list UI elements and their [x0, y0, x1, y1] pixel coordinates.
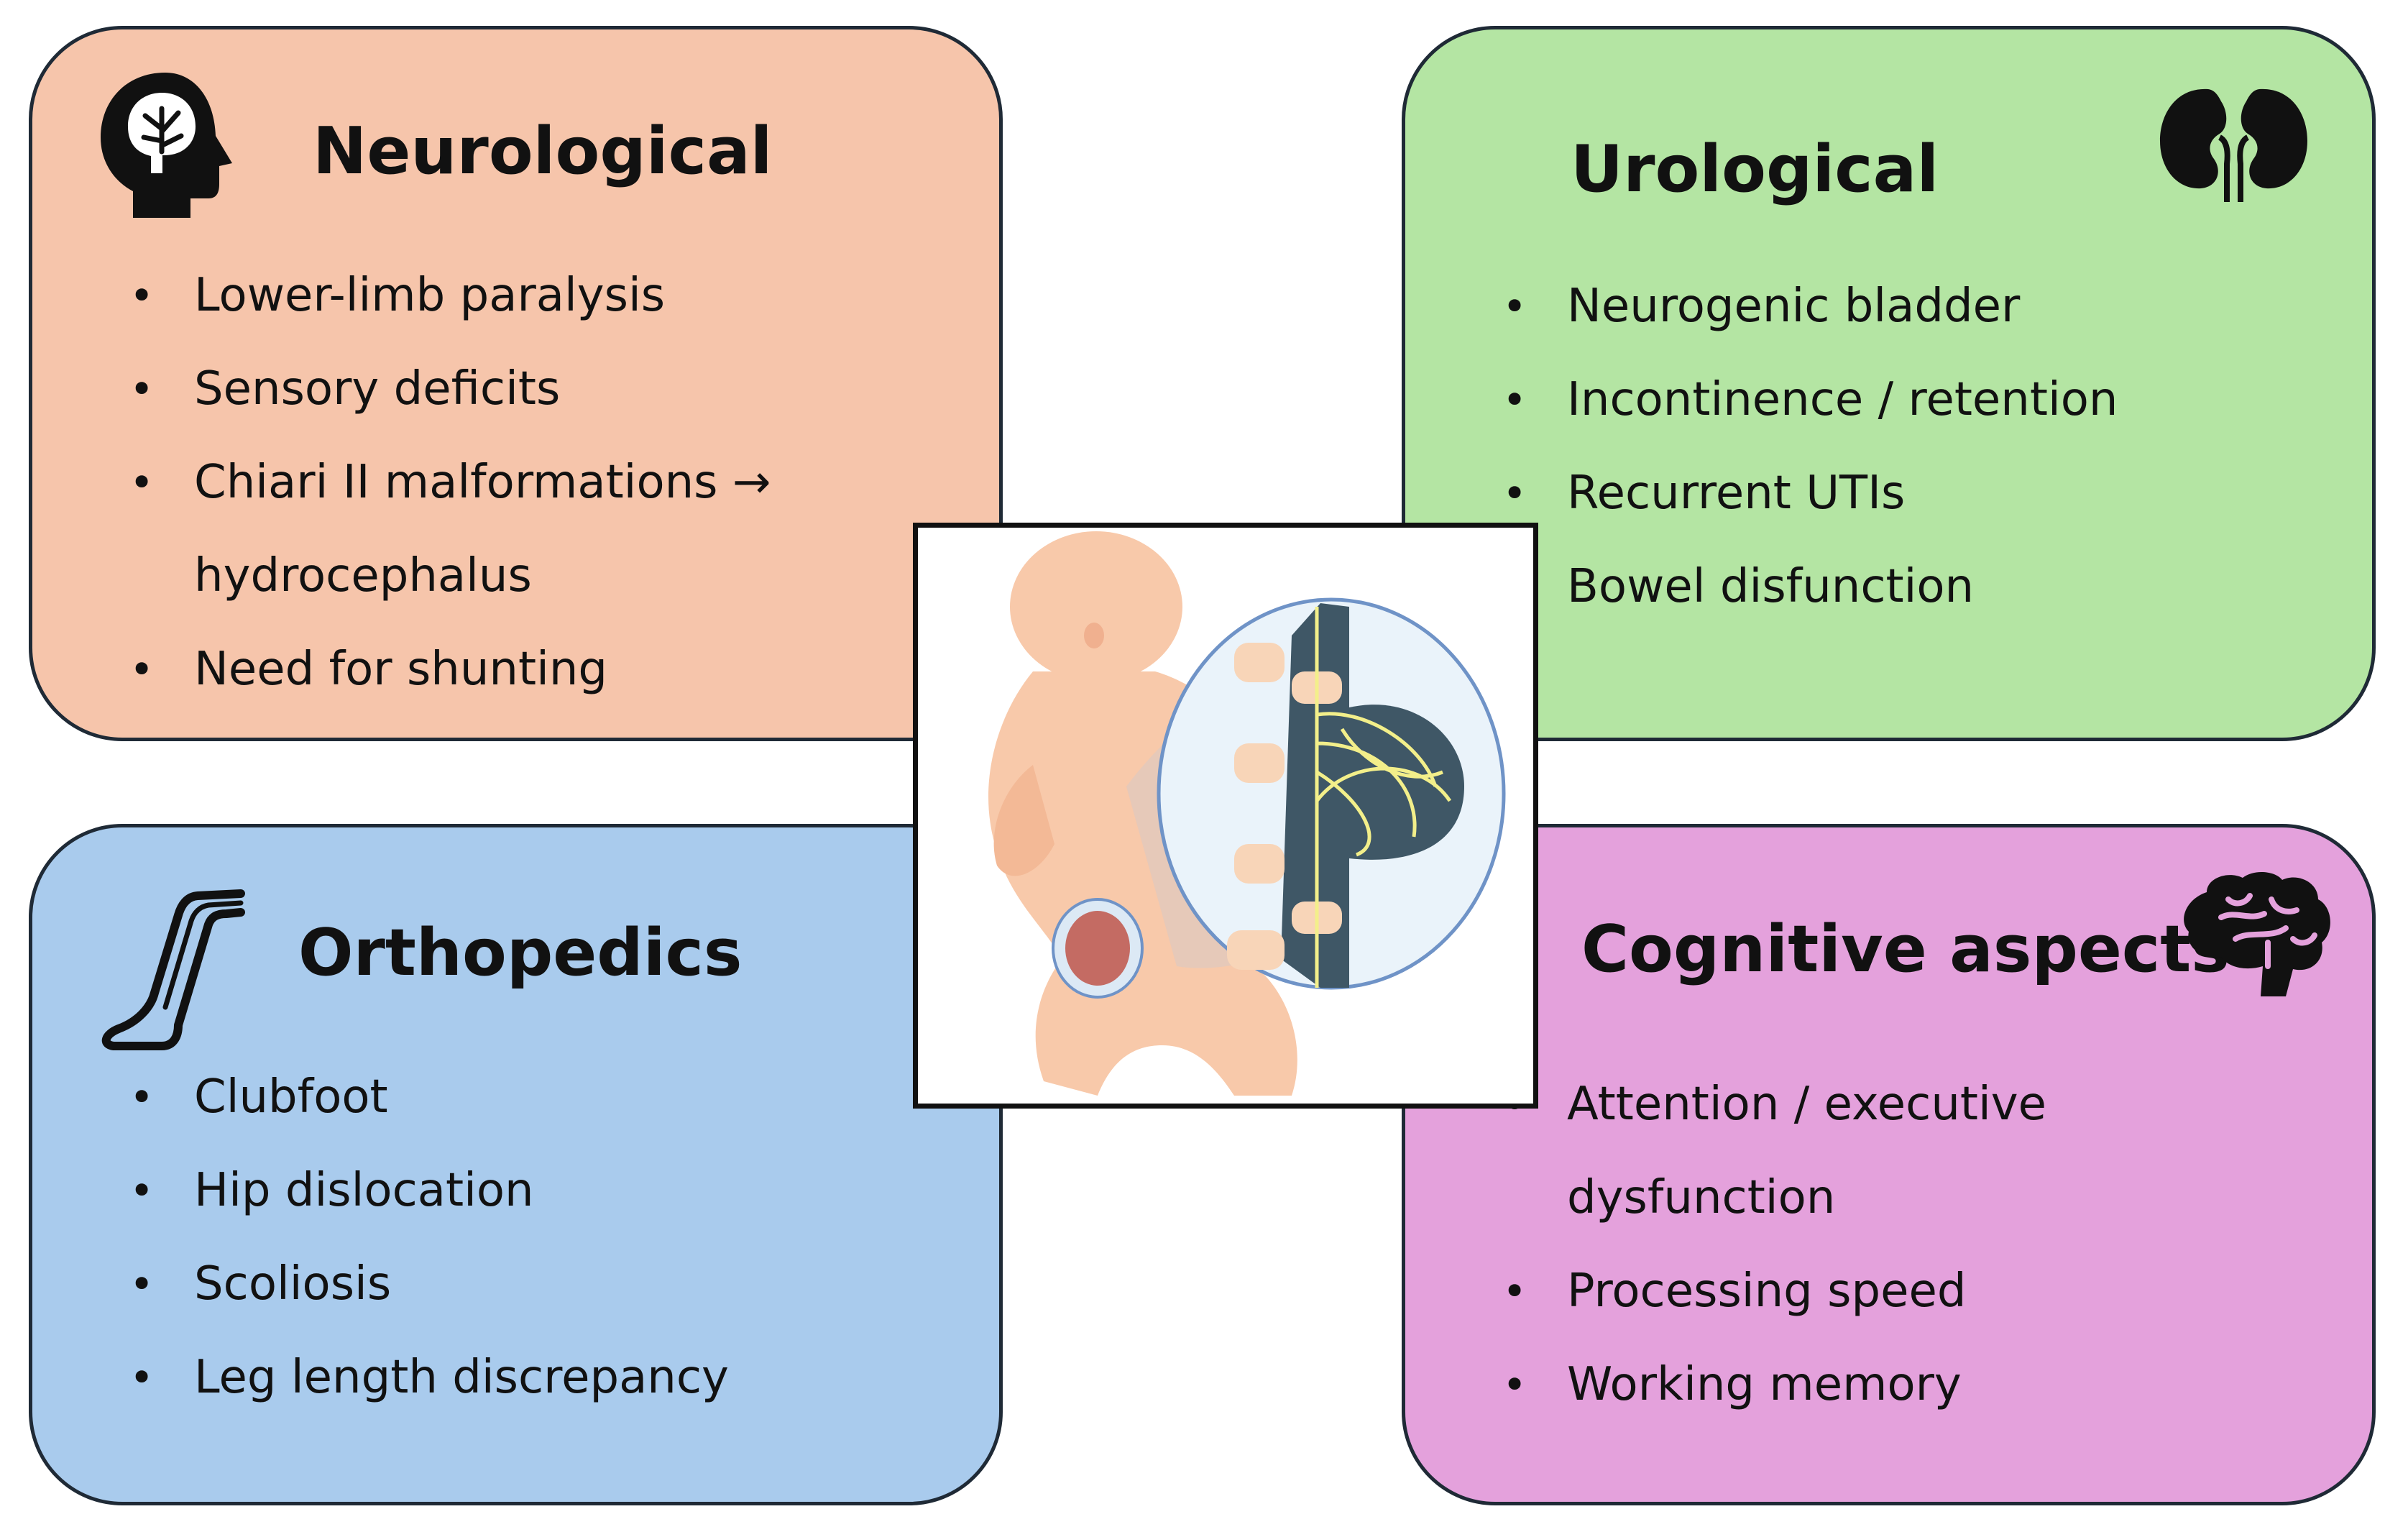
brain-icon [2184, 872, 2330, 996]
spina-bifida-illustration [913, 523, 1538, 1109]
head-brain-icon [101, 73, 232, 218]
list-item: Lower-limb paralysis [32, 249, 771, 342]
cognitive-list: Attention / executive dysfunction Proces… [1405, 1058, 2046, 1431]
neurological-panel: Neurological Lower-limb paralysis Sensor… [29, 26, 1003, 741]
vertebra [1234, 743, 1285, 783]
vertebra [1234, 844, 1285, 884]
cognitive-panel: Cognitive aspects Attention / executive … [1402, 824, 2376, 1505]
meningocele-sac [1349, 705, 1464, 860]
leg-foot-icon [101, 889, 245, 1050]
list-item: Sensory deficits [32, 342, 771, 436]
list-item: Incontinence / retention [1405, 353, 2118, 446]
urological-title: Urological [1571, 132, 1939, 207]
lesion [1065, 911, 1130, 986]
list-item: Working memory [1405, 1338, 2046, 1431]
infant-spine-illustration [988, 531, 1506, 1096]
list-item: Leg length discrepancy [32, 1331, 729, 1424]
orthopedics-panel: Orthopedics Clubfoot Hip dislocation Sco… [29, 824, 1003, 1505]
list-item-continuation: dysfunction [1567, 1171, 1836, 1224]
list-item: Hip dislocation [32, 1144, 729, 1237]
list-item-continuation: hydrocephalus [194, 549, 532, 602]
list-item: Clubfoot [32, 1050, 729, 1144]
vertebra [1227, 930, 1285, 970]
list-item: Need for shunting [32, 623, 771, 716]
baby-arm [993, 765, 1054, 876]
vertebra [1234, 643, 1285, 682]
orthopedics-title: Orthopedics [298, 915, 743, 991]
list-item: Chiari II malformations → [32, 436, 771, 529]
orthopedics-list: Clubfoot Hip dislocation Scoliosis Leg l… [32, 1050, 729, 1424]
list-item: Neurogenic bladder [1405, 260, 2118, 353]
cognitive-title: Cognitive aspects [1581, 912, 2230, 987]
neurological-title: Neurological [313, 114, 773, 189]
urological-list: Neurogenic bladder Incontinence / retent… [1405, 260, 2118, 633]
baby-head [1010, 531, 1182, 682]
baby-ear [1084, 623, 1104, 648]
list-item: Processing speed [1405, 1244, 2046, 1338]
list-item: Scoliosis [32, 1237, 729, 1331]
neurological-list: Lower-limb paralysis Sensory deficits Ch… [32, 249, 771, 716]
kidneys-icon [2160, 88, 2307, 202]
nerve-fibers [1315, 607, 1452, 988]
urological-panel: Urological Neurogenic bladder Incontinen… [1402, 26, 2376, 741]
